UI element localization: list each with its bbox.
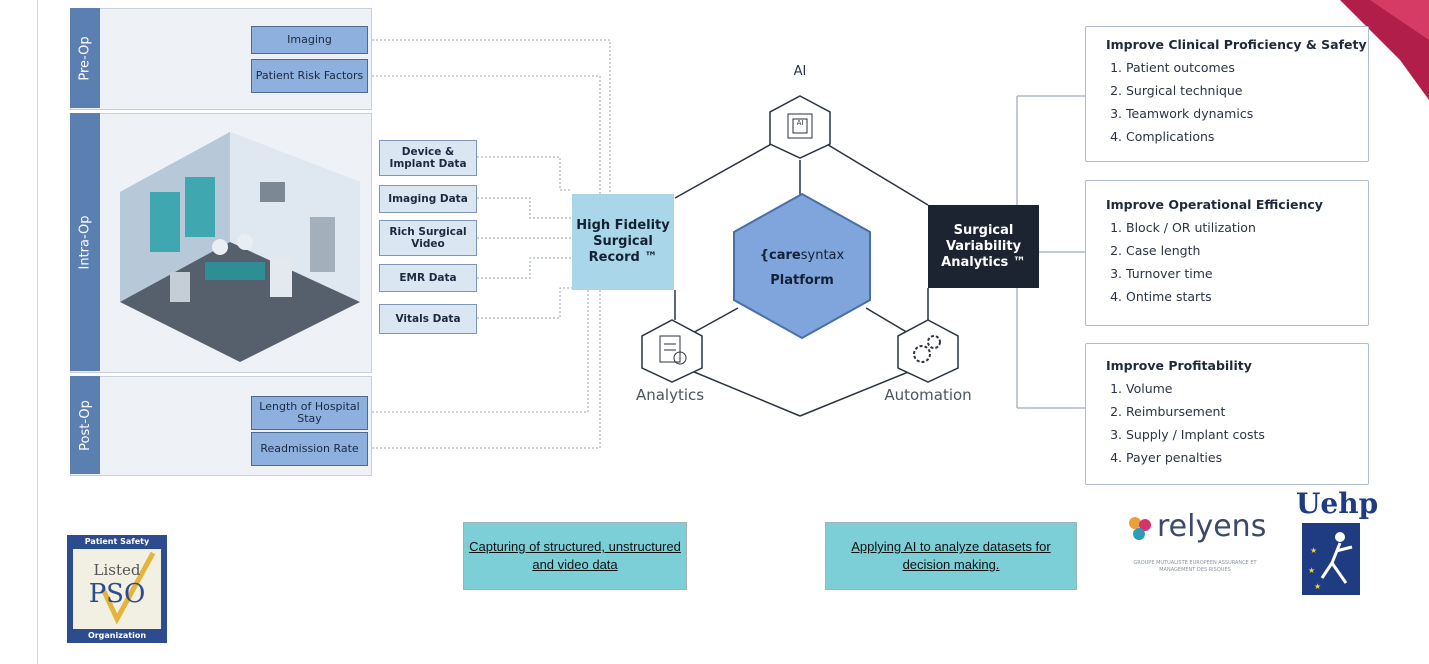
- panel-operational-title: Improve Operational Efficiency: [1106, 197, 1323, 212]
- source-imaging-data: Imaging Data: [379, 185, 477, 213]
- uehp-figure-icon: ★ ★ ★: [1308, 532, 1353, 591]
- automation-gears-icon: [897, 319, 959, 383]
- source-length-of-stay: Length of Hospital Stay: [251, 396, 368, 430]
- source-patient-risk-factors: Patient Risk Factors: [251, 59, 368, 93]
- svg-text:★: ★: [1310, 546, 1317, 555]
- hub-right-text: Surgical Variability Analytics ™: [941, 222, 1026, 270]
- panel-clinical-title: Improve Clinical Proficiency & Safety: [1106, 37, 1367, 52]
- post-op-label: Post-Op: [70, 376, 100, 474]
- uehp-logo: Uehp ★ ★ ★: [1296, 487, 1379, 599]
- pso-logo: Patient Safety Listed PSO Organization: [67, 535, 167, 643]
- source-device-implant-data: Device & Implant Data: [379, 140, 477, 176]
- panel-list-item: Patient outcomes: [1126, 56, 1368, 79]
- svg-text:★: ★: [1314, 582, 1321, 591]
- pso-main-text: PSO: [88, 579, 146, 609]
- hub-left-text: High Fidelity Surgical Record ™: [576, 218, 670, 265]
- panel-list-item: Reimbursement: [1126, 400, 1368, 423]
- pso-bottom-text: Organization: [87, 631, 147, 640]
- left-divider: [37, 0, 38, 664]
- analytics-icon: [641, 319, 703, 383]
- source-emr-data: EMR Data: [379, 264, 477, 292]
- apply-ai-text: Applying AI to analyze datasets for deci…: [851, 539, 1051, 572]
- panel-list-item: Supply / Implant costs: [1126, 423, 1368, 446]
- relyens-mark-icon: [1129, 517, 1151, 540]
- brand-prefix: {care: [759, 248, 801, 263]
- brand-suffix: syntax: [800, 248, 845, 263]
- intra-op-text: Intra-Op: [77, 214, 93, 270]
- source-vitals-data: Vitals Data: [379, 304, 477, 334]
- pre-op-text: Pre-Op: [77, 35, 93, 81]
- panel-list-item: Surgical technique: [1126, 79, 1368, 102]
- platform-hexagon: [733, 192, 871, 340]
- source-rich-surgical-video: Rich Surgical Video: [379, 220, 477, 256]
- pso-listed-text: Listed: [93, 561, 141, 579]
- ai-chip-text: AI: [796, 119, 804, 127]
- source-readmission-rate: Readmission Rate: [251, 432, 368, 466]
- platform-brand: {caresyntax: [738, 248, 866, 263]
- uehp-text: Uehp: [1296, 487, 1379, 520]
- panel-profitability-title: Improve Profitability: [1106, 358, 1252, 373]
- panel-list-item: Volume: [1126, 377, 1368, 400]
- panel-list-item: Ontime starts: [1126, 285, 1368, 308]
- panel-list-item: Case length: [1126, 239, 1368, 262]
- ai-chip-icon: [769, 95, 831, 159]
- relyens-text: relyens: [1157, 509, 1267, 544]
- hub-high-fidelity-surgical-record: High Fidelity Surgical Record ™: [572, 194, 674, 290]
- hub-surgical-variability-analytics: Surgical Variability Analytics ™: [928, 205, 1039, 288]
- panel-list-item: Payer penalties: [1126, 446, 1368, 469]
- operating-room-illustration: [110, 122, 365, 366]
- panel-operational-efficiency: Improve Operational Efficiency Block / O…: [1085, 180, 1369, 326]
- uehp-flag: ★ ★ ★: [1302, 523, 1360, 595]
- corner-accent: [1340, 0, 1429, 100]
- post-op-text: Post-Op: [77, 399, 93, 451]
- panel-list-item: Teamwork dynamics: [1126, 102, 1368, 125]
- panel-list-item: Complications: [1126, 125, 1368, 148]
- source-imaging: Imaging: [251, 26, 368, 54]
- panel-list-item: Block / OR utilization: [1126, 216, 1368, 239]
- ai-label: AI: [793, 64, 807, 79]
- panel-profitability: Improve Profitability Volume Reimburseme…: [1085, 343, 1369, 485]
- relyens-subtext: GROUPE MUTUALISTE EUROPEEN ASSURANCE ET …: [1133, 560, 1257, 573]
- svg-text:★: ★: [1308, 566, 1315, 575]
- pso-inner: Listed PSO: [73, 549, 161, 629]
- pso-top-text: Patient Safety: [84, 537, 150, 546]
- panel-list-item: Turnover time: [1126, 262, 1368, 285]
- analytics-label: Analytics: [635, 386, 705, 404]
- platform-subtitle: Platform: [770, 273, 834, 288]
- relyens-logo: relyens GROUPE MUTUALISTE EUROPEEN ASSUR…: [1115, 505, 1275, 585]
- automation-label: Automation: [884, 386, 972, 404]
- capture-data-button[interactable]: Capturing of structured, unstructured an…: [463, 522, 687, 590]
- panel-clinical-proficiency: Improve Clinical Proficiency & Safety Pa…: [1085, 26, 1369, 162]
- pso-check-icon: [100, 551, 156, 625]
- capture-data-text: Capturing of structured, unstructured an…: [469, 539, 681, 572]
- pre-op-label: Pre-Op: [70, 8, 100, 108]
- apply-ai-button[interactable]: Applying AI to analyze datasets for deci…: [825, 522, 1077, 590]
- intra-op-label: Intra-Op: [70, 113, 100, 371]
